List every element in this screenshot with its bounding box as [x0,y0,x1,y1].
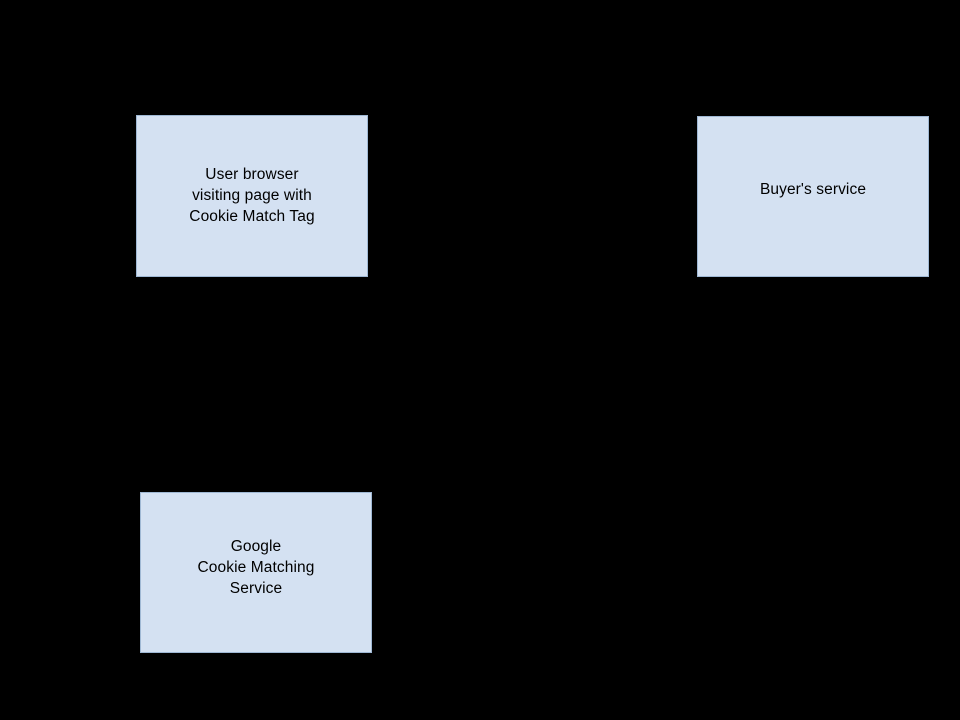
node-google-cookie-matching-label: Google Cookie Matching Service [197,538,315,597]
node-buyers-service[interactable]: Buyer's service [697,116,929,277]
node-buyers-service-label: Buyer's service [759,181,867,198]
node-user-browser[interactable]: User browser visiting page with Cookie M… [136,115,368,277]
node-user-browser-label: User browser visiting page with Cookie M… [189,165,315,225]
node-google-cookie-matching[interactable]: Google Cookie Matching Service [140,492,372,653]
